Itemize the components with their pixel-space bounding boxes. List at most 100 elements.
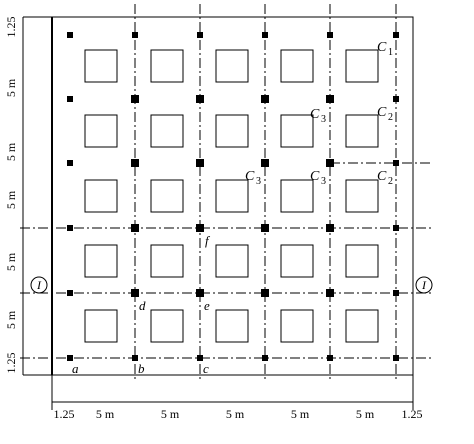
opening-square — [280, 179, 314, 213]
label-c2-row1: C 2 — [377, 105, 393, 123]
label-c2-sub: 2 — [388, 112, 393, 123]
point-label-d: d — [139, 298, 146, 313]
opening-square — [215, 114, 249, 148]
column-marker — [132, 32, 138, 38]
point-label-f: f — [205, 233, 211, 248]
opening-square — [345, 309, 379, 343]
column-marker — [326, 95, 334, 103]
column-marker — [327, 32, 333, 38]
column-marker — [197, 32, 203, 38]
label-c3-sub: 3 — [321, 114, 326, 125]
label-c3-row1: C 3 — [310, 107, 326, 125]
section-label-left: I — [36, 278, 42, 292]
dim-left-6: 1.25 — [4, 353, 18, 374]
vertical-grid-lines — [134, 4, 397, 382]
section-marker-left: I — [30, 276, 48, 294]
column-marker — [326, 289, 334, 297]
opening-square — [345, 179, 379, 213]
column-marker — [196, 159, 204, 167]
opening-square — [345, 114, 379, 148]
opening-square — [150, 49, 184, 83]
point-label-a: a — [72, 361, 79, 376]
label-c3-sub: 3 — [256, 176, 261, 187]
column-marker — [196, 95, 204, 103]
label-c3-base: C — [245, 169, 255, 184]
opening-square — [150, 179, 184, 213]
opening-square — [345, 244, 379, 278]
column-marker — [393, 225, 399, 231]
label-c3-sub: 3 — [321, 176, 326, 187]
label-c1: C 1 — [377, 40, 393, 58]
opening-square — [150, 114, 184, 148]
openings — [84, 49, 379, 343]
label-c2-base: C — [377, 105, 387, 120]
column-marker — [261, 95, 269, 103]
column-marker — [67, 225, 73, 231]
section-label-right: I — [421, 278, 427, 292]
column-marker — [393, 355, 399, 361]
label-c1-base: C — [377, 40, 387, 55]
label-c3-base: C — [310, 169, 320, 184]
column-marker — [393, 96, 399, 102]
point-label-c: c — [203, 361, 209, 376]
column-marker — [326, 224, 334, 232]
label-c3-row2a: C 3 — [245, 169, 261, 187]
slab-outline — [51, 16, 414, 376]
column-marker — [196, 289, 204, 297]
opening-square — [280, 244, 314, 278]
opening-square — [280, 309, 314, 343]
label-c3-row2b: C 3 — [310, 169, 326, 187]
opening-square — [215, 244, 249, 278]
dim-bottom-6: 1.25 — [402, 407, 423, 421]
label-c1-sub: 1 — [388, 47, 393, 58]
label-c3-base: C — [310, 107, 320, 122]
column-marker — [197, 355, 203, 361]
opening-square — [215, 49, 249, 83]
left-dimension: 1.25 5 m 5 m 5 m 5 m 5 m 1.25 — [4, 16, 52, 376]
point-label-b: b — [138, 361, 145, 376]
column-marker — [261, 159, 269, 167]
column-marker — [131, 95, 139, 103]
opening-square — [84, 309, 118, 343]
column-marker — [67, 290, 73, 296]
dim-bottom-2: 5 m — [161, 407, 180, 421]
label-c2-row2: C 2 — [377, 169, 393, 187]
dim-bottom-1: 5 m — [96, 407, 115, 421]
column-marker — [261, 224, 269, 232]
column-marker — [131, 289, 139, 297]
dim-left-1: 5 m — [4, 78, 18, 97]
column-marker — [67, 355, 73, 361]
dim-left-3: 5 m — [4, 190, 18, 209]
opening-square — [215, 309, 249, 343]
column-marker — [131, 159, 139, 167]
dim-left-5: 5 m — [4, 310, 18, 329]
column-marker — [326, 159, 334, 167]
opening-square — [215, 179, 249, 213]
dim-left-2: 5 m — [4, 142, 18, 161]
opening-square — [84, 114, 118, 148]
column-marker — [262, 355, 268, 361]
opening-square — [84, 179, 118, 213]
column-marker — [67, 160, 73, 166]
column-marker — [261, 289, 269, 297]
column-marker — [393, 290, 399, 296]
column-marker — [393, 32, 399, 38]
label-c2-base: C — [377, 169, 387, 184]
opening-square — [345, 49, 379, 83]
dim-bottom-5: 5 m — [356, 407, 375, 421]
dim-bottom-0: 1.25 — [54, 407, 75, 421]
column-marker — [131, 224, 139, 232]
column-marker — [327, 355, 333, 361]
dim-bottom-4: 5 m — [291, 407, 310, 421]
point-label-e: e — [204, 298, 210, 313]
opening-square — [280, 114, 314, 148]
column-marker — [132, 355, 138, 361]
column-marker — [67, 32, 73, 38]
column-marker — [196, 224, 204, 232]
opening-square — [280, 49, 314, 83]
opening-square — [84, 49, 118, 83]
column-marker — [393, 160, 399, 166]
opening-square — [150, 244, 184, 278]
dim-bottom-3: 5 m — [226, 407, 245, 421]
